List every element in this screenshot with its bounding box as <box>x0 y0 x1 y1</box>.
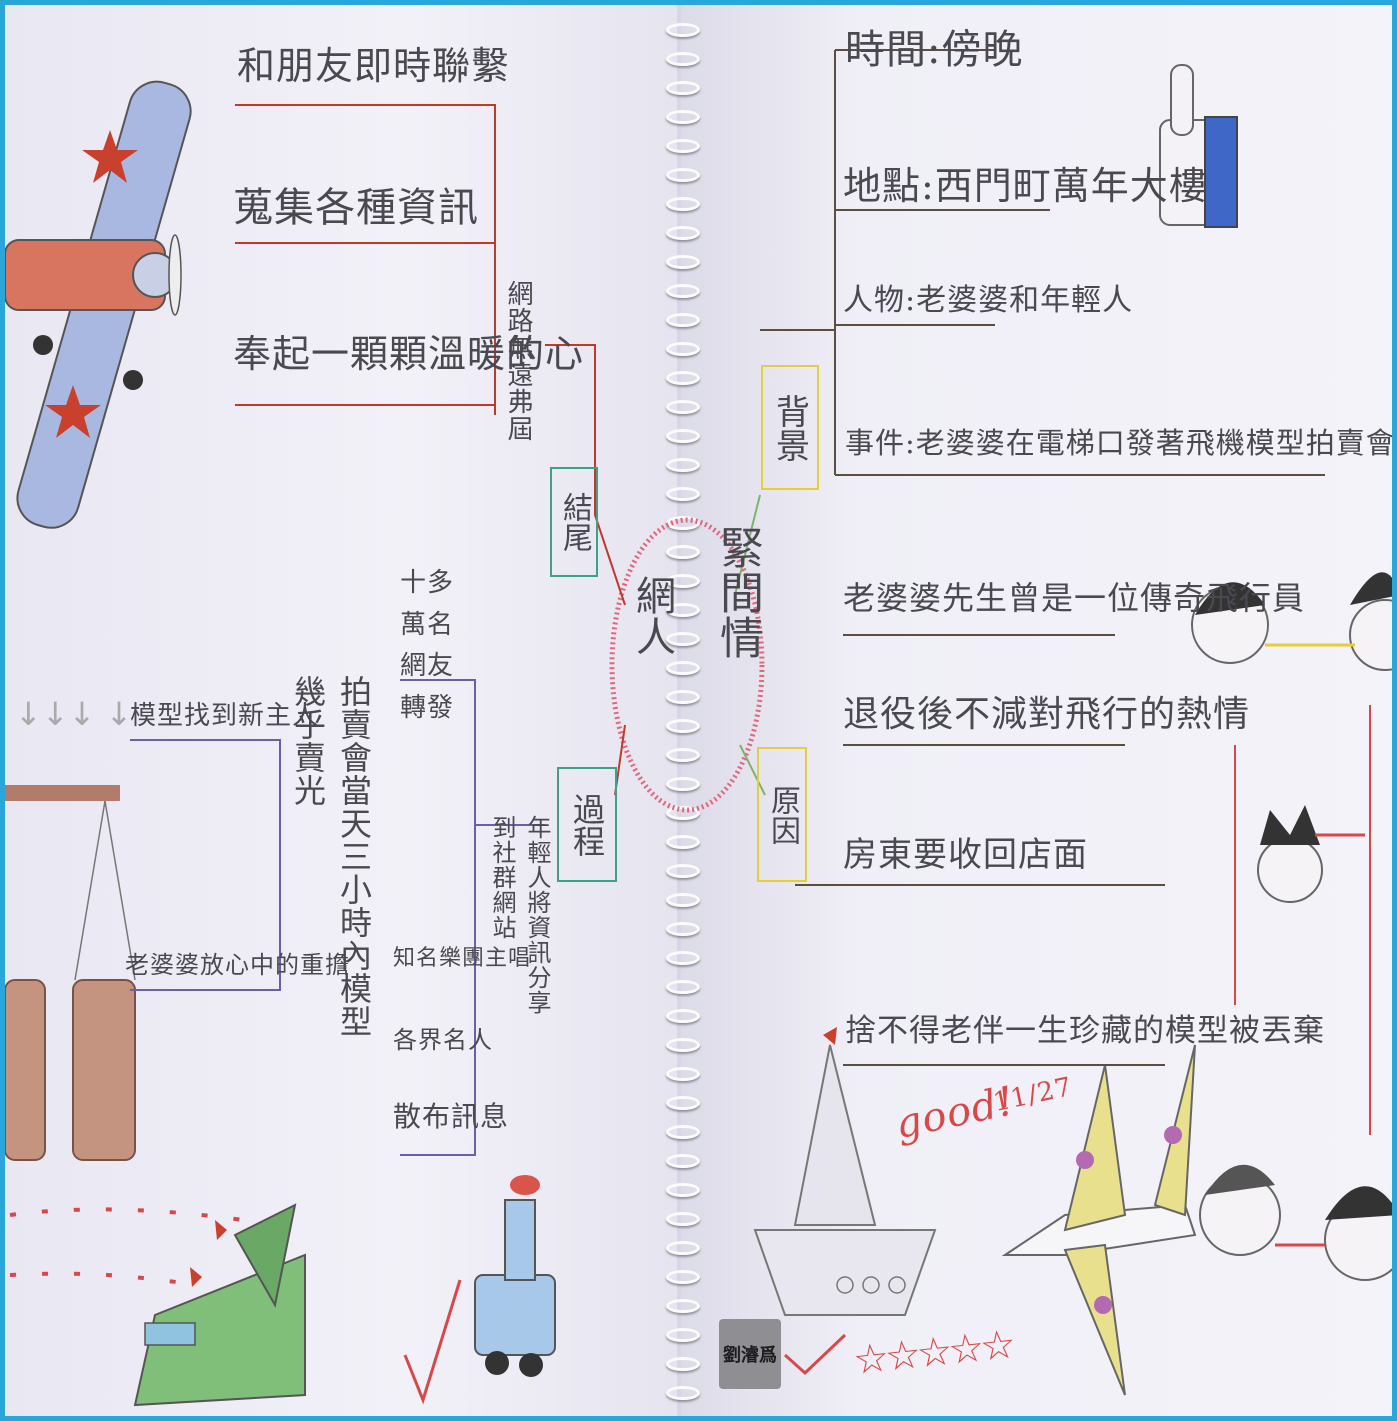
process-group-2-item-2: 老婆婆放心中的重擔 <box>125 945 350 980</box>
process-group-1-item-2: 各界名人 <box>393 1020 493 1055</box>
process-group-1-item-1: 知名樂團主唱 <box>393 940 531 972</box>
center-topic-right: 緊間情 <box>705 525 769 735</box>
center-topic-left: 網人 <box>623 575 681 657</box>
ending-node: 結尾 <box>550 467 598 577</box>
background-item-2: 地點:西門町萬年大樓 <box>843 155 1208 210</box>
background-node: 背景 <box>761 365 819 490</box>
dotted-trail <box>10 1209 245 1283</box>
sailboat-drawing <box>755 1027 935 1315</box>
cause-item-3: 房東要收回店面 <box>843 827 1088 876</box>
background-item-1: 時間:傍晚 <box>845 17 1023 75</box>
ending-subtopic: 網路無遠弗屆 <box>500 280 537 470</box>
biplane-drawing <box>5 75 197 534</box>
background-item-4: 事件:老婆婆在電梯口發著飛機模型拍賣會的傳單 <box>845 420 1397 462</box>
check-mark-left <box>405 1280 460 1400</box>
process-group-2-head: 拍賣會當天三小時內模型幾乎賣光 <box>285 675 377 1055</box>
cause-node: 原因 <box>757 747 807 882</box>
student-name-tag: 劉濬爲 <box>719 1319 781 1389</box>
family-drawing <box>1192 572 1397 1280</box>
ending-item-1: 和朋友即時聯繫 <box>237 35 510 90</box>
cause-item-1: 老婆婆先生曾是一位傳奇飛行員 <box>843 573 1305 619</box>
check-mark-right <box>785 1335 845 1373</box>
cause-item-4: 捨不得老伴一生珍藏的模型被丟棄 <box>845 1005 1325 1050</box>
scale-drawing: ↓↓↓ ↓ <box>5 695 135 1160</box>
background-item-3: 人物:老婆婆和年輕人 <box>843 275 1133 319</box>
process-group-1-head: 十多萬名網友轉發 <box>400 563 478 729</box>
car-drawing <box>475 1175 555 1377</box>
process-node: 過程 <box>557 767 617 882</box>
process-subtopic: 年輕人將資訊分享到社群網站 <box>485 815 555 1030</box>
jet-drawing <box>135 1205 305 1405</box>
process-group-2-item-1: 模型找到新主人 <box>130 695 319 732</box>
svg-text:↓↓↓ ↓: ↓↓↓ ↓ <box>15 695 132 733</box>
process-group-1-item-3: 散布訊息 <box>393 1095 509 1135</box>
ending-item-2: 蒐集各種資訊 <box>233 175 479 233</box>
cause-item-2: 退役後不減對飛行的熱情 <box>843 685 1250 737</box>
